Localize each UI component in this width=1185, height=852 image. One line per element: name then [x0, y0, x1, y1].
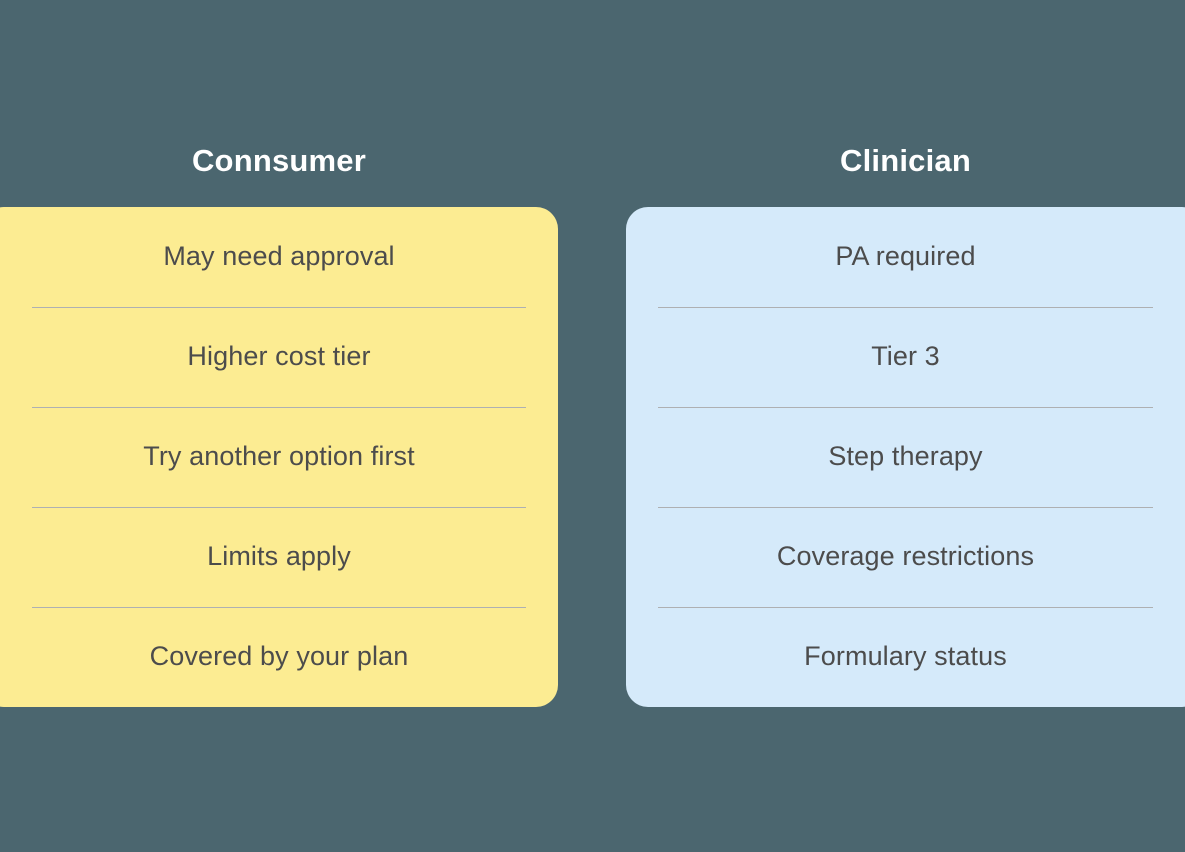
list-item[interactable]: Formulary status	[626, 607, 1185, 707]
card-clinician-rows: PA required Tier 3 Step therapy Coverage…	[626, 207, 1185, 707]
list-item[interactable]: Tier 3	[626, 307, 1185, 407]
list-item-label: PA required	[835, 241, 976, 272]
list-item-label: Try another option first	[143, 441, 415, 472]
list-item[interactable]: Covered by your plan	[0, 607, 558, 707]
list-item[interactable]: May need approval	[0, 207, 558, 307]
list-item[interactable]: Step therapy	[626, 407, 1185, 507]
list-item-label: Limits apply	[207, 541, 351, 572]
list-item-label: May need approval	[163, 241, 395, 272]
list-item[interactable]: Higher cost tier	[0, 307, 558, 407]
list-item-label: Coverage restrictions	[776, 541, 1035, 572]
list-item[interactable]: Try another option first	[0, 407, 558, 507]
card-consumer-rows: May need approval Higher cost tier Try a…	[0, 207, 558, 707]
column-header-consumer: Connsumer	[191, 143, 367, 178]
list-item[interactable]: PA required	[626, 207, 1185, 307]
list-item-label: Step therapy	[828, 441, 983, 472]
list-item-label: Formulary status	[804, 641, 1007, 672]
card-clinician: PA required Tier 3 Step therapy Coverage…	[626, 207, 1185, 707]
list-item-label: Covered by your plan	[149, 641, 409, 672]
list-item[interactable]: Coverage restrictions	[626, 507, 1185, 607]
list-item-label: Higher cost tier	[187, 341, 371, 372]
card-consumer: May need approval Higher cost tier Try a…	[0, 207, 558, 707]
list-item[interactable]: Limits apply	[0, 507, 558, 607]
column-header-clinician: Clinician	[840, 143, 971, 178]
list-item-label: Tier 3	[871, 341, 940, 372]
